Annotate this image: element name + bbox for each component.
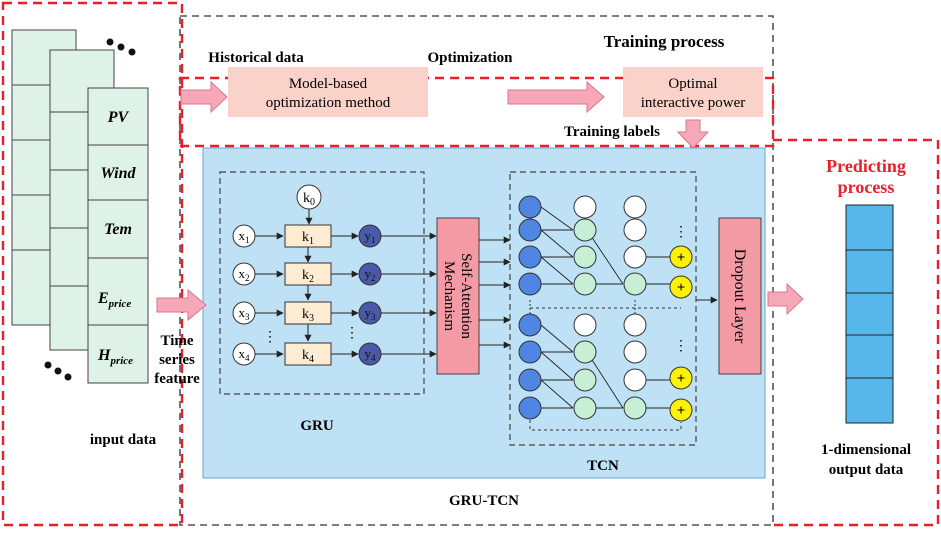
dropout-layer-box [718, 217, 762, 375]
input-red-frame [1, 1, 184, 527]
model-based-box [228, 67, 428, 117]
svg-text:y4: y4 [365, 346, 377, 363]
input-feature-eprice: Eprice [97, 290, 131, 310]
svg-text:k4: k4 [302, 348, 314, 365]
time-series-line3: feature [154, 371, 200, 387]
gru-vdots-right: ⋮ [345, 326, 359, 341]
dropout-layer-text: Dropout Layer [731, 249, 748, 344]
historical-arrow [180, 80, 228, 114]
tcn-top-group [518, 195, 693, 299]
input-feature-wind: Wind [101, 165, 137, 182]
optimal-power-box [623, 67, 763, 117]
tcn-plus-4: + [677, 403, 686, 419]
svg-text:x1: x1 [239, 228, 250, 245]
input-feature-pv: PV [107, 109, 130, 126]
optimization-label: Optimization [428, 50, 514, 66]
svg-text:k1: k1 [302, 230, 314, 247]
model-based-line1: Model-based [289, 76, 368, 92]
tcn-plus-1: + [677, 250, 686, 266]
gru-row-1: x1 k1 y1 [232, 224, 382, 248]
output-label-line2: output data [829, 462, 904, 478]
svg-text:x3: x3 [239, 305, 251, 322]
training-labels-label: Training labels [564, 124, 660, 140]
gru-frame [219, 171, 425, 395]
svg-text:k2: k2 [302, 268, 314, 285]
output-arrow [767, 282, 804, 316]
tcn-plus-3: + [677, 371, 686, 387]
tcn-vdots-top: ⋮ [674, 225, 688, 240]
input-feature-hprice: Hprice [97, 347, 133, 367]
predicting-label-line1: Predicting [826, 156, 906, 176]
svg-text:y2: y2 [365, 266, 376, 283]
training-labels-arrow [676, 119, 710, 149]
ellipsis-dots-bottom [44, 361, 72, 381]
input-data-label: input data [90, 432, 157, 448]
svg-text:y1: y1 [365, 228, 376, 245]
tcn-plus-2: + [677, 280, 686, 296]
optimal-power-line2: interactive power [641, 95, 746, 111]
optimization-arrow [507, 80, 605, 114]
svg-text:x4: x4 [239, 346, 251, 363]
gru-tcn-label: GRU-TCN [449, 493, 519, 509]
training-process-frame [179, 15, 774, 526]
gru-k0-node: k0 [296, 184, 322, 210]
sa-to-tcn-arrows [479, 236, 511, 349]
predicting-label-line2: process [838, 177, 895, 197]
tcn-skip-line [529, 420, 682, 431]
time-series-line2: series [159, 352, 195, 368]
historical-data-label: Historical data [208, 50, 304, 66]
output-column [845, 204, 894, 424]
gru-output-arrows [381, 232, 437, 358]
svg-text:x2: x2 [239, 266, 250, 283]
tcn-label: TCN [587, 458, 619, 474]
optimal-power-line1: Optimal [668, 76, 717, 92]
predicting-red-frame [773, 138, 940, 527]
gru-row-4: x4 k4 y4 [232, 342, 382, 366]
time-series-arrow [156, 288, 207, 322]
svg-text:k3: k3 [302, 307, 314, 324]
training-process-label: Training process [604, 32, 725, 51]
tcn-bottom-group [518, 313, 693, 422]
self-attention-box [436, 217, 480, 375]
gru-vdots-left: ⋮ [263, 330, 277, 345]
svg-text:y3: y3 [365, 305, 377, 322]
input-sheets [11, 29, 149, 384]
output-label-line1: 1-dimensional [821, 442, 911, 458]
gru-label: GRU [300, 418, 334, 434]
model-based-line2: optimization method [266, 95, 391, 111]
tcn-frame [509, 171, 697, 446]
self-attention-text: Self-AttentionMechanism [441, 253, 474, 339]
ellipsis-dots-top [106, 38, 136, 56]
svg-text:k0: k0 [303, 191, 315, 208]
time-series-line1: Time [160, 333, 193, 349]
tcn-vdots-bottom: ⋮ [674, 339, 688, 354]
input-feature-tem: Tem [104, 221, 132, 238]
